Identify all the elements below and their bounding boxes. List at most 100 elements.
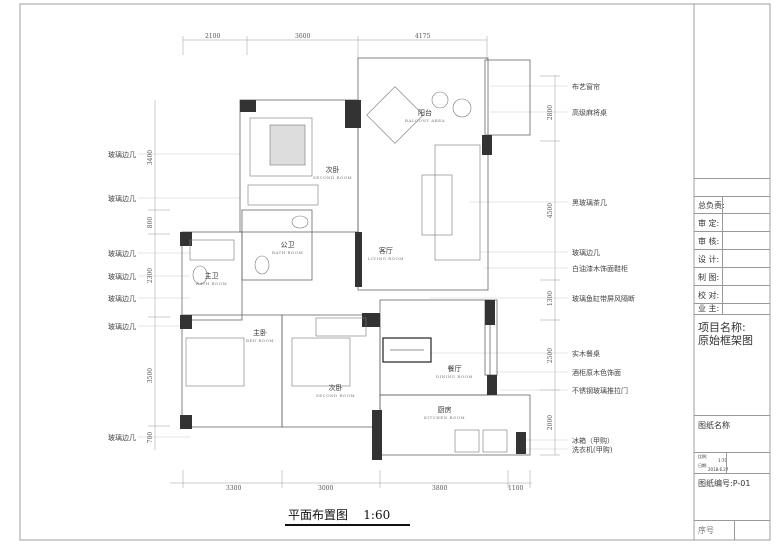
label-glass-side-table: 玻璃边几 [572, 249, 600, 257]
label-fridge: 冰箱（甲购） [572, 437, 614, 445]
room-name: 厨房 [437, 406, 452, 414]
sofa [434, 144, 481, 261]
date-label: 日期: [698, 463, 708, 468]
fridge [454, 429, 480, 453]
tb-drawing-name: 图纸名称 [694, 416, 770, 453]
dim-top-2: 3600 [295, 33, 311, 40]
room-name-en: BALCONY AREA [405, 118, 445, 123]
label-glass-side-table: 玻璃边几 [108, 151, 136, 159]
tb-label: 审 定: [698, 219, 720, 228]
room-name-en: SECOND ROOM [316, 393, 356, 398]
dining-table [382, 337, 432, 363]
label-fish-tank-screen: 玻璃鱼缸带屏风隔断 [572, 295, 635, 303]
label-shoe-cabinet: 白油漆木饰面鞋柜 [572, 265, 628, 273]
scale-label: 比例: [698, 454, 708, 459]
furniture [185, 86, 508, 453]
tb-label: 校 对: [698, 291, 720, 300]
dim-left-2: 800 [147, 216, 155, 229]
label-glass-side-table: 玻璃边几 [108, 295, 136, 303]
label-glass-side-table: 玻璃边几 [108, 195, 136, 203]
room-name: 阳台 [417, 109, 432, 117]
dim-left-4: 3500 [147, 367, 155, 384]
room-name-en: BATH ROOM [196, 281, 228, 286]
label-fabric-curtain: 布艺窗帘 [572, 83, 600, 91]
label-washing-machine: 洗衣机(甲购) [572, 446, 613, 454]
tb-label: 总负责: [698, 201, 725, 210]
tb-label: 制 图: [698, 273, 720, 282]
tb-seq: 序号 [694, 521, 770, 540]
washbasin [291, 215, 309, 229]
scale-value: 1:70 [718, 458, 727, 463]
mahjong-table [366, 86, 424, 144]
drawing-name-label: 图纸名称 [698, 421, 730, 430]
structural-columns [180, 100, 526, 460]
project-name: 原始框架图 [698, 334, 753, 347]
dim-bottom-3: 3800 [432, 485, 448, 492]
toilet [192, 265, 208, 285]
tb-row-design: 设 计: [694, 250, 770, 268]
project-label: 项目名称: [698, 321, 746, 334]
label-glass-side-table: 玻璃边几 [108, 323, 136, 331]
drawing-scale: 1:60 [363, 508, 391, 522]
tb-row-chief: 总负责: [694, 196, 770, 214]
dim-right-2: 4500 [547, 202, 555, 219]
tb-label: 业 主: [698, 304, 720, 313]
room-name: 次卧 [328, 384, 343, 392]
leader-lines [138, 85, 568, 450]
room-name: 主卫 [204, 272, 219, 280]
tb-label: 设 计: [698, 255, 720, 264]
room-name: 客厅 [378, 247, 393, 255]
room-name: 公卫 [280, 241, 295, 249]
dim-right-5: 2000 [547, 414, 555, 431]
dim-top-1: 2100 [205, 33, 221, 40]
label-glass-side-table: 玻璃边几 [108, 434, 136, 442]
dim-right-1: 2800 [547, 104, 555, 121]
dim-bottom-4: 1100 [508, 485, 524, 492]
room-name: 主卧 [253, 329, 267, 337]
tb-row-review: 审 核: [694, 232, 770, 250]
tb-drawing-no: 图纸编号:P-01 [694, 474, 770, 521]
label-wine-cabinet: 酒柜原木色饰面 [572, 369, 621, 377]
room-name-en: DINING ROOM [436, 374, 473, 379]
room-name: 次卧 [325, 166, 340, 174]
dim-left-5: 700 [147, 431, 155, 444]
tb-label: 审 核: [698, 237, 720, 246]
room-name: 餐厅 [447, 365, 462, 373]
dim-left-1: 3400 [147, 149, 155, 166]
tb-row-check: 校 对: [694, 286, 770, 304]
drawing-number: 图纸编号:P-01 [698, 479, 751, 488]
room-name-en: KITCHEN ROOM [424, 415, 466, 420]
dim-bottom-1: 3300 [226, 485, 242, 492]
label-mahjong-table: 高级麻将桌 [572, 109, 607, 117]
drawing-caption: 平面布置图 1:60 [288, 506, 390, 523]
dim-left-3: 2300 [147, 267, 155, 284]
room-name-en: BED ROOM [246, 338, 275, 343]
tb-row-approve: 审 定: [694, 214, 770, 232]
label-glass-side-table: 玻璃边几 [108, 250, 136, 258]
dim-right-3: 1300 [547, 290, 555, 307]
room-name-en: LIVING ROOM [368, 256, 404, 261]
seq-label: 序号 [698, 526, 714, 535]
label-sliding-door: 不锈钢玻璃推拉门 [572, 387, 628, 395]
dimension-lines [148, 36, 560, 488]
bed-master [185, 337, 245, 387]
room-name-en: SECOND ROOM [313, 175, 353, 180]
tb-row-owner: 业 主: [694, 304, 770, 315]
bathtub [189, 239, 235, 261]
dim-bottom-2: 3000 [318, 485, 334, 492]
sheet-frame [19, 3, 771, 541]
drawing-title: 平面布置图 [288, 508, 349, 522]
washing-machine [482, 429, 508, 453]
date-value: 2018.6.27 [708, 467, 729, 472]
dim-right-4: 2500 [547, 347, 555, 364]
tb-row-draft: 制 图: [694, 268, 770, 286]
wardrobe [247, 184, 319, 206]
label-glass-side-table: 玻璃边几 [108, 273, 136, 281]
